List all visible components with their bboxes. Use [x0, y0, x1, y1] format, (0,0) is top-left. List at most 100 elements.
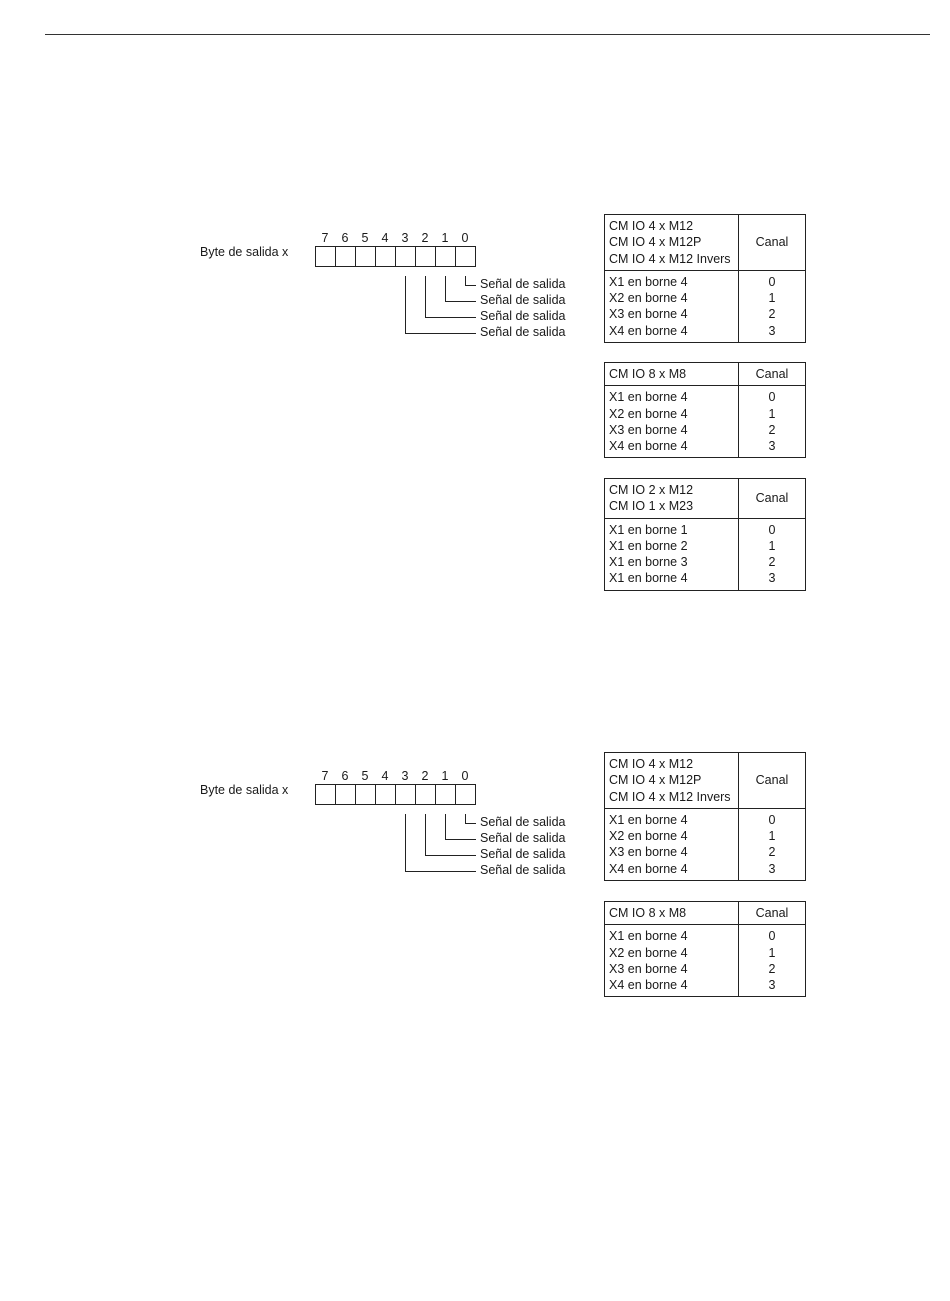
- channel-header: Canal: [739, 902, 805, 924]
- channel-cell: 1: [768, 406, 776, 421]
- channel-cell: 2: [768, 961, 776, 976]
- signal-label-bit-2: Señal de salida: [480, 309, 566, 323]
- table-header-row: CM IO 2 x M12 CM IO 1 x M23 Canal: [605, 479, 805, 519]
- bit-number: 1: [441, 231, 449, 245]
- leader-bit-0: [465, 276, 476, 286]
- channel-table-cm-io-8-m8: CM IO 8 x M8 Canal X1 en borne 4 X2 en b…: [604, 362, 806, 459]
- channel-column: 0 1 2 3: [739, 809, 805, 880]
- terminal-column: X1 en borne 4 X2 en borne 4 X3 en borne …: [605, 386, 739, 458]
- channel-column: 0 1 2 3: [739, 386, 805, 457]
- terminal-cell: X3 en borne 4: [609, 307, 688, 322]
- signal-label-bit-1: Señal de salida: [480, 293, 566, 307]
- channel-cell: 2: [768, 845, 776, 860]
- module-names: CM IO 4 x M12 CM IO 4 x M12P CM IO 4 x M…: [605, 753, 739, 808]
- module-names: CM IO 2 x M12 CM IO 1 x M23: [605, 479, 739, 518]
- terminal-cell: X1 en borne 4: [609, 929, 688, 944]
- table-body-row: X1 en borne 4 X2 en borne 4 X3 en borne …: [605, 386, 805, 458]
- channel-cell: 3: [768, 323, 776, 338]
- module-name: CM IO 8 x M8: [609, 906, 687, 920]
- leader-bit-1: [445, 276, 476, 302]
- bit-number: 6: [341, 769, 349, 783]
- terminal-cell: X2 en borne 4: [609, 945, 688, 960]
- bit-number: 7: [321, 769, 329, 783]
- channel-table-cm-io-4-m12: CM IO 4 x M12 CM IO 4 x M12P CM IO 4 x M…: [604, 752, 806, 882]
- terminal-cell: X1 en borne 4: [609, 390, 688, 405]
- terminal-cell: X2 en borne 4: [609, 829, 688, 844]
- terminal-cell: X3 en borne 4: [609, 422, 688, 437]
- channel-cell: 3: [768, 978, 776, 993]
- leader-bit-3: [405, 276, 476, 334]
- channel-cell: 1: [768, 829, 776, 844]
- terminal-cell: X1 en borne 4: [609, 274, 688, 289]
- channel-header: Canal: [739, 479, 805, 518]
- module-names: CM IO 8 x M8: [605, 363, 739, 386]
- byte-label: Byte de salida x: [200, 783, 289, 797]
- table-header-row: CM IO 8 x M8 Canal: [605, 902, 805, 926]
- channel-header: Canal: [739, 215, 805, 270]
- terminal-column: X1 en borne 4 X2 en borne 4 X3 en borne …: [605, 925, 739, 997]
- signal-label-bit-0: Señal de salida: [480, 277, 566, 291]
- channel-header-text: Canal: [755, 367, 789, 381]
- terminal-cell: X4 en borne 4: [609, 323, 688, 338]
- bit-number: 5: [361, 231, 369, 245]
- signal-label-bit-3: Señal de salida: [480, 325, 566, 339]
- channel-header: Canal: [739, 753, 805, 808]
- table-body-row: X1 en borne 4 X2 en borne 4 X3 en borne …: [605, 270, 805, 343]
- channel-cell: 0: [768, 390, 776, 405]
- terminal-cell: X1 en borne 4: [609, 812, 688, 827]
- bit-number: 6: [341, 231, 349, 245]
- top-rule: [45, 34, 930, 35]
- terminal-column: X1 en borne 4 X2 en borne 4 X3 en borne …: [605, 808, 739, 881]
- channel-cell: 1: [768, 291, 776, 306]
- leader-bit-2: [425, 814, 476, 856]
- channel-header-text: Canal: [755, 906, 789, 920]
- channel-column: 0 1 2 3: [739, 925, 805, 996]
- bit-number: 3: [401, 231, 409, 245]
- terminal-cell: X1 en borne 1: [609, 522, 688, 537]
- leader-bit-2: [425, 276, 476, 318]
- byte-label: Byte de salida x: [200, 245, 289, 259]
- module-name: CM IO 4 x M12P: [609, 235, 702, 250]
- terminal-column: X1 en borne 4 X2 en borne 4 X3 en borne …: [605, 270, 739, 343]
- signal-label-bit-1: Señal de salida: [480, 831, 566, 845]
- bit-number: 5: [361, 769, 369, 783]
- channel-cell: 0: [768, 522, 776, 537]
- channel-table-cm-io-4-m12: CM IO 4 x M12 CM IO 4 x M12P CM IO 4 x M…: [604, 214, 806, 344]
- table-header-row: CM IO 4 x M12 CM IO 4 x M12P CM IO 4 x M…: [605, 753, 805, 809]
- module-name: CM IO 4 x M12: [609, 219, 694, 233]
- terminal-cell: X2 en borne 4: [609, 406, 688, 421]
- bit-number: 4: [381, 769, 389, 783]
- channel-cell: 3: [768, 861, 776, 876]
- leader-bit-0: [465, 814, 476, 824]
- module-name: CM IO 8 x M8: [609, 367, 687, 381]
- table-body-row: X1 en borne 1 X1 en borne 2 X1 en borne …: [605, 518, 805, 590]
- module-name: CM IO 4 x M12 Invers: [609, 789, 731, 804]
- terminal-cell: X1 en borne 4: [609, 571, 688, 586]
- bit-number: 2: [421, 769, 429, 783]
- channel-cell: 1: [768, 945, 776, 960]
- leader-bit-1: [445, 814, 476, 840]
- bit-number: 0: [461, 231, 469, 245]
- channel-column: 0 1 2 3: [739, 271, 805, 342]
- channel-cell: 3: [768, 571, 776, 586]
- signal-label-bit-2: Señal de salida: [480, 847, 566, 861]
- leader-bit-3: [405, 814, 476, 872]
- module-name: CM IO 1 x M23: [609, 499, 694, 514]
- terminal-cell: X3 en borne 4: [609, 845, 688, 860]
- channel-cell: 0: [768, 929, 776, 944]
- channel-cell: 3: [768, 439, 776, 454]
- module-name: CM IO 4 x M12P: [609, 773, 702, 788]
- table-body-row: X1 en borne 4 X2 en borne 4 X3 en borne …: [605, 808, 805, 881]
- bit-leader-lines: [315, 784, 476, 872]
- signal-label-bit-3: Señal de salida: [480, 863, 566, 877]
- channel-header-text: Canal: [755, 773, 789, 788]
- channel-cell: 2: [768, 307, 776, 322]
- bit-number: 2: [421, 231, 429, 245]
- terminal-cell: X2 en borne 4: [609, 291, 688, 306]
- channel-cell: 2: [768, 555, 776, 570]
- signal-label-bit-0: Señal de salida: [480, 815, 566, 829]
- module-name: CM IO 2 x M12: [609, 483, 694, 497]
- channel-table-cm-io-8-m8: CM IO 8 x M8 Canal X1 en borne 4 X2 en b…: [604, 901, 806, 998]
- module-names: CM IO 8 x M8: [605, 902, 739, 925]
- table-header-row: CM IO 4 x M12 CM IO 4 x M12P CM IO 4 x M…: [605, 215, 805, 271]
